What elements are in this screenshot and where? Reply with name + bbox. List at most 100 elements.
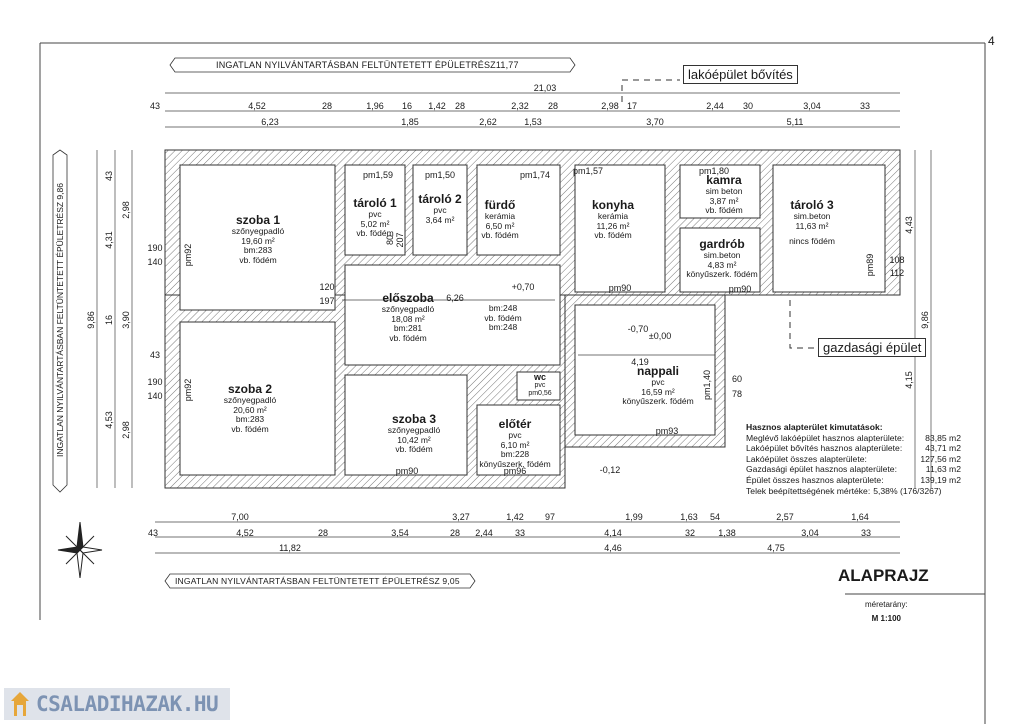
room-name: szoba 1 (235, 213, 280, 227)
door-dim: 120 (319, 282, 335, 292)
room-floor: szőnyegpadló (381, 304, 435, 314)
room-area: 3,64 m² (425, 214, 455, 225)
dim: 16 (401, 101, 413, 111)
dim: 2,44 (475, 528, 493, 538)
room-area: 20,60 m² (233, 404, 267, 415)
room-floor: szőnyegpadló (231, 226, 285, 236)
hall-bm-2: bm:248 (488, 322, 518, 332)
dim: 1,38 (718, 528, 736, 538)
room-ceiling: vb. födém (231, 423, 269, 434)
dim: 3,04 (803, 101, 821, 111)
summary-value: 127,56 m2 (920, 453, 961, 464)
room-floor: kerámia (484, 211, 516, 221)
level-mark: +0,70 (511, 282, 535, 292)
room-area: 11,63 m² (795, 220, 829, 231)
room-tarolo-3: tároló 3 sim.beton 11,63 m² nincs födém (789, 199, 835, 247)
banner-shapes (52, 57, 576, 589)
room-szoba-2: szoba 2 szőnyegpadló 20,60 m² bm:283 vb.… (224, 383, 276, 434)
summary-value: 11,63 m2 (925, 464, 961, 475)
dim: 33 (859, 101, 871, 111)
room-area: 18,08 m² (391, 313, 425, 324)
room-pm: pm1,74 (519, 170, 551, 180)
hall-bm: bm:248 (488, 303, 518, 313)
room-wc: wc pvc pm0,56 (528, 373, 551, 397)
room-area: 5,02 m² (360, 218, 390, 229)
site-logo: CSALADIHAZAK.HU (4, 688, 230, 720)
dim: 3,04 (801, 528, 819, 538)
dim: 4,31 (104, 231, 114, 249)
dim: 33 (860, 528, 872, 538)
dim: 2,32 (511, 101, 529, 111)
dim: 28 (317, 528, 329, 538)
dim-total-width: 21,03 (533, 83, 557, 93)
room-pm: pm1,57 (572, 166, 604, 176)
dim: 97 (544, 512, 556, 522)
room-tarolo-1: tároló 1 pvc 5,02 m² vb. födém (353, 197, 396, 239)
dim: 9,86 (920, 311, 930, 329)
room-pm: pm92 (183, 243, 193, 267)
level-mark: -0,12 (599, 465, 621, 475)
room-ceiling: könyűszerk. födém (479, 458, 551, 469)
room-area: 11,26 m² (596, 220, 630, 231)
room-name: előtér (498, 417, 532, 431)
room-floor: pvc (651, 377, 665, 387)
dim: 1,42 (428, 101, 446, 111)
dim: 1,53 (524, 117, 542, 127)
room-ceiling: vb. födém (356, 228, 394, 238)
room-name: tároló 3 (790, 198, 834, 212)
room-ceiling: vb. födém (705, 205, 743, 215)
dim: 140 (147, 257, 163, 267)
dim: 1,42 (506, 512, 524, 522)
window-dim: 60 (731, 374, 743, 384)
registered-part-banner-top: INGATLAN NYILVÁNTARTÁSBAN FELTÜNTETETT É… (216, 60, 519, 70)
dimension-lines (96, 92, 932, 554)
summary-label: Épület összes hasznos alapterülete: (746, 474, 884, 485)
room-floor: szőnyegpadló (223, 395, 277, 405)
dim: 4,15 (904, 371, 914, 389)
dim: 30 (742, 101, 754, 111)
registered-part-banner-left: INGATLAN NYILVÁNTARTÁSBAN FELTÜNTETETT É… (55, 183, 65, 457)
room-pm: pm96 (503, 466, 527, 476)
door-dim: 207 (395, 232, 405, 248)
room-area: 19,60 m² (241, 235, 275, 246)
dim: 2,98 (121, 421, 131, 439)
room-pm: pm90 (728, 284, 752, 294)
room-pm: pm1,50 (424, 170, 456, 180)
extension-marker (621, 79, 680, 102)
dim: 16 (104, 314, 114, 326)
summary-value: 43,71 m2 (925, 443, 961, 454)
dim: 43 (147, 528, 159, 538)
room-szoba-3: szoba 3 szőnyegpadló 10,42 m² vb. födém (388, 413, 440, 455)
living-side-pm: pm1,40 (702, 369, 712, 401)
room-bm: bm:281 (393, 323, 423, 333)
dim: 3,27 (452, 512, 470, 522)
level-mark: -0,70 (627, 324, 649, 334)
dim: 7,00 (231, 512, 249, 522)
room-pm: pm1,80 (698, 166, 730, 176)
dim: 4,53 (104, 411, 114, 429)
summary-label: Gazdasági épület hasznos alapterülete: (746, 464, 897, 475)
dim: 4,43 (904, 216, 914, 234)
dim: 4,14 (604, 528, 622, 538)
dim: 28 (454, 101, 466, 111)
room-name: előszoba (382, 291, 434, 305)
dim: 4,52 (248, 101, 266, 111)
room-bm: bm:228 (500, 449, 530, 459)
room-area: 4,83 m² (707, 259, 737, 270)
house-icon (11, 692, 29, 716)
dim: 17 (626, 101, 638, 111)
room-floor: pvc (368, 209, 382, 219)
room-name: tároló 2 (418, 192, 462, 206)
room-interiors (179, 164, 886, 476)
dim: 190 (147, 243, 163, 253)
dim: 1,99 (625, 512, 643, 522)
room-eloszoba: előszoba szőnyegpadló 18,08 m² bm:281 vb… (382, 292, 434, 343)
summary-value: 139,19 m2 (920, 474, 961, 485)
summary-row: Épület összes hasznos alapterülete: 139,1… (746, 475, 961, 486)
summary-row: Meglévő lakóépület hasznos alapterülete:… (746, 433, 961, 444)
outbuilding-marker (789, 300, 815, 349)
room-name: konyha (591, 198, 635, 212)
north-arrow-icon (57, 521, 103, 579)
summary-row: Lakóépület összes alapterülete:127,56 m2 (746, 454, 961, 465)
